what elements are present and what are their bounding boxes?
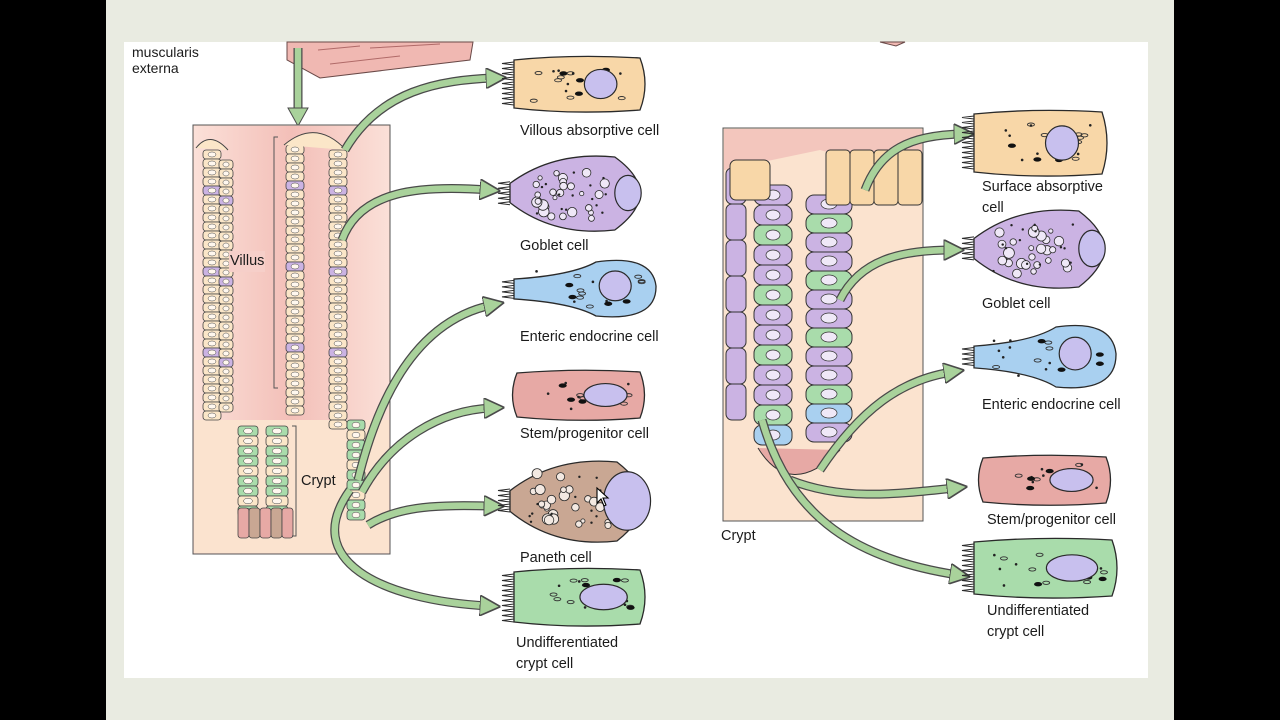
goblet-cell-icon (961, 209, 1106, 289)
stem-progenitor-cell-label-left: Stem/progenitor cell (520, 426, 649, 442)
surface-absorptive-cell (729, 159, 771, 201)
paneth-cell (248, 507, 261, 539)
paneth-cell-icon (497, 460, 652, 543)
paneth-cell (237, 507, 250, 539)
arrow-to-stem-left (358, 408, 492, 495)
paneth-cell (270, 507, 283, 539)
goblet-cell-label-left: Goblet cell (520, 238, 589, 254)
crypt-bracket (292, 425, 297, 537)
paneth-cell (281, 507, 294, 539)
arrow-to-villous-absorptive (341, 78, 494, 153)
surface-absorptive-cell-label: Surface absorptive cell (982, 179, 1103, 216)
surface-absorptive-cell (825, 149, 851, 206)
crypt-label-right: Crypt (721, 528, 756, 544)
muscularis-arrow (287, 48, 309, 128)
villus-tip (195, 139, 229, 151)
crypt-label-left: Crypt (301, 473, 336, 489)
arrow-to-paneth (365, 506, 492, 529)
absorptive-cell-icon (501, 55, 646, 113)
enteric-endocrine-cell-label-right: Enteric endocrine cell (982, 397, 1121, 413)
crypt-cell (725, 203, 747, 241)
enteric-endocrine-cell-icon (501, 259, 657, 318)
arrow-to-surface-absorptive (860, 134, 962, 192)
undifferentiated-crypt-cell-icon (501, 567, 646, 627)
undifferentiated-crypt-cell-label-right: Undifferentiated crypt cell (987, 603, 1090, 640)
enteric-endocrine-cell-label-left: Enteric endocrine cell (520, 329, 659, 345)
undifferentiated-crypt-cell-label-left: Undifferentiated crypt cell (516, 635, 619, 672)
right-differentiation-arrows (757, 134, 962, 575)
crypt-epithelium (237, 419, 366, 539)
undifferentiated-crypt-cell-icon (961, 537, 1118, 599)
arrow-to-stem-right (788, 475, 955, 494)
arrow-to-goblet-left (337, 188, 488, 242)
arrow-to-endocrine-right (816, 372, 952, 473)
villus-label: Villus (229, 251, 266, 272)
villus-epithelium (195, 132, 348, 430)
crypt-cell (725, 275, 747, 313)
left-villus-crypt-panel (192, 124, 391, 555)
left-cell-types (497, 55, 657, 627)
arrow-to-undifferentiated-right (757, 418, 958, 575)
villous-absorptive-cell-label: Villous absorptive cell (520, 123, 660, 139)
stem-progenitor-cell-label-right: Stem/progenitor cell (987, 512, 1116, 528)
arrow-to-goblet-right (835, 250, 952, 303)
villus-tip (283, 132, 347, 151)
surface-absorptive-cell (897, 149, 923, 206)
crypt-cell (725, 311, 747, 349)
absorptive-cell-icon (961, 109, 1108, 177)
paneth-cell-label: Paneth cell (520, 550, 592, 566)
muscularis-externa-tissue (286, 41, 906, 79)
stem-progenitor-cell-icon (511, 369, 646, 421)
stem-progenitor-cell-icon (977, 454, 1112, 506)
crypt-cell (725, 383, 747, 421)
goblet-cell-label-right: Goblet cell (982, 296, 1051, 312)
enteric-endocrine-cell-icon (961, 324, 1117, 389)
arrow-to-undifferentiated-left (330, 487, 488, 606)
crypt-cell (725, 347, 747, 385)
goblet-cell-icon (497, 155, 642, 232)
villus-bracket (273, 136, 278, 389)
paneth-cell (259, 507, 272, 539)
muscularis-externa-label: muscularis externa (132, 44, 199, 76)
left-differentiation-arrows (330, 78, 494, 606)
right-crypt-panel (722, 127, 924, 522)
mouse-pointer-icon (596, 486, 610, 507)
right-cell-types (961, 109, 1118, 599)
crypt-cell (725, 239, 747, 277)
arrow-to-endocrine-left (353, 305, 492, 482)
